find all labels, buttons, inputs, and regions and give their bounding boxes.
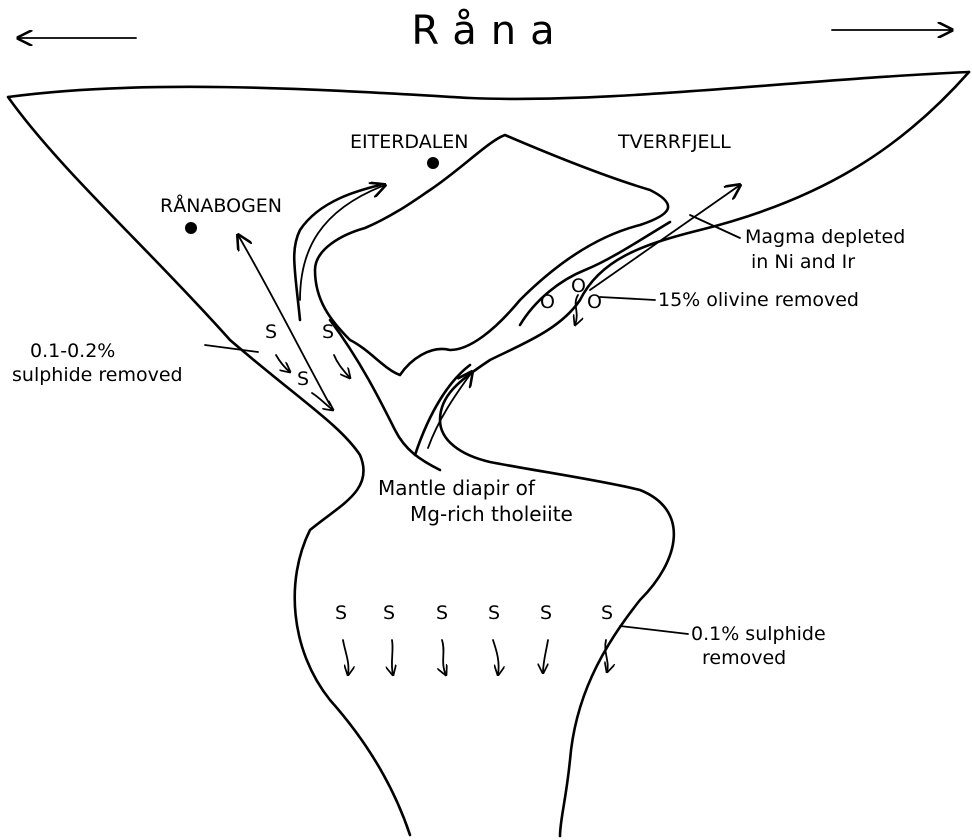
sulphide-symbol: S <box>265 321 277 343</box>
conduit-wall-middle <box>330 320 440 470</box>
sulphide-settling-arrow <box>543 640 548 673</box>
annotation-magma-depleted-1: Magma depleted <box>745 226 905 248</box>
eiterdalen-dot <box>427 157 439 169</box>
olivine-symbol: O <box>587 291 602 313</box>
annotation-sulphide-upper-1: 0.1-0.2% <box>30 340 115 362</box>
annotation-sulphide-lower-2: removed <box>702 647 786 669</box>
sulphide-symbol: S <box>335 602 347 624</box>
sulphide-settling-arrow <box>343 640 348 675</box>
diagram-title: Råna <box>411 8 568 54</box>
lower-sulphide-row: S S S S S S <box>335 602 613 675</box>
ranabogen-dot <box>185 222 197 234</box>
sulphide-settling-arrow <box>493 640 499 675</box>
annotation-olivine-removed: 15% olivine removed <box>658 289 859 311</box>
sulphide-symbol: S <box>297 368 309 390</box>
intrusion-outline-left <box>8 72 969 835</box>
sulphide-symbol: S <box>540 602 552 624</box>
leader-magma-depleted <box>690 215 740 238</box>
leader-sulphide-lower <box>620 626 688 634</box>
sulphide-settling-arrow <box>276 355 290 372</box>
intrusion-outline-right <box>440 72 969 836</box>
sulphide-symbol: S <box>488 602 500 624</box>
sulphide-settling-arrow <box>392 640 393 675</box>
label-tverrfjell: TVERRFJELL <box>617 131 731 153</box>
annotation-sulphide-lower-1: 0.1% sulphide <box>691 623 826 645</box>
annotation-diapir-1: Mantle diapir of <box>378 476 536 500</box>
olivine-symbol: O <box>571 275 586 297</box>
annotation-diapir-2: Mg-rich tholeiite <box>410 502 573 526</box>
olivine-symbol: O <box>540 291 555 313</box>
sulphide-symbol: S <box>601 602 613 624</box>
sulphide-settling-arrow <box>334 355 350 378</box>
label-eiterdalen: EITERDALEN <box>350 131 469 153</box>
sulphide-settling-arrow <box>312 393 333 410</box>
annotation-magma-depleted-2: in Ni and Ir <box>751 251 855 273</box>
sulphide-symbol: S <box>436 602 448 624</box>
label-ranabogen: RÅNABOGEN <box>160 194 282 217</box>
olivine-settling-arrow <box>575 295 578 325</box>
leader-olivine <box>600 297 655 300</box>
flow-arrow-eiterdalen <box>300 185 385 300</box>
annotation-sulphide-upper-2: sulphide removed <box>12 364 183 386</box>
sulphide-settling-arrow <box>442 640 446 675</box>
sulphide-symbol: S <box>383 602 395 624</box>
sulphide-symbol: S <box>322 321 334 343</box>
leader-sulphide-upper <box>205 345 258 352</box>
